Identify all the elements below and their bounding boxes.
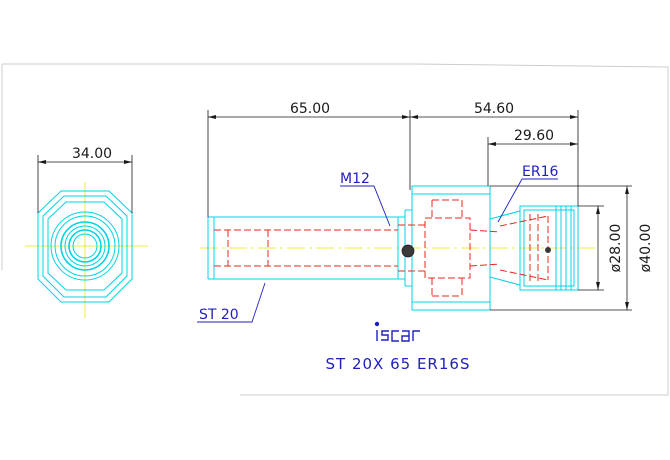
callout-leaders xyxy=(197,178,558,323)
shank-callout: ST 20 xyxy=(199,307,239,323)
outer-diameter-label: ø40.00 xyxy=(638,224,654,273)
collet-center-marker xyxy=(545,247,551,253)
title-block: ST 20X 65 ER16S xyxy=(326,321,471,373)
side-view-hidden-lines xyxy=(214,199,549,297)
front-width-dimension xyxy=(37,155,133,213)
nose-length-label: 29.60 xyxy=(514,128,554,144)
shank-length-label: 65.00 xyxy=(290,101,330,117)
length-dimensions xyxy=(207,110,579,217)
side-view-outline xyxy=(207,185,579,311)
diameter-dimensions xyxy=(490,185,632,311)
collet-callout: ER16 xyxy=(522,164,558,180)
head-length-label: 54.60 xyxy=(474,101,514,117)
front-view-outline xyxy=(37,190,133,303)
front-width-label: 34.00 xyxy=(72,146,112,162)
front-view: 34.00 xyxy=(25,146,148,318)
iscar-logo xyxy=(374,321,420,342)
inner-diameter-label: ø28.00 xyxy=(608,224,624,273)
thread-callout: M12 xyxy=(340,171,370,187)
thread-center-marker xyxy=(401,244,415,258)
side-view: 65.00 54.60 29.60 ø28.00 ø40.00 M12 ER1 xyxy=(197,101,654,323)
product-designation: ST 20X 65 ER16S xyxy=(326,355,471,373)
drawing-frame xyxy=(1,63,669,396)
